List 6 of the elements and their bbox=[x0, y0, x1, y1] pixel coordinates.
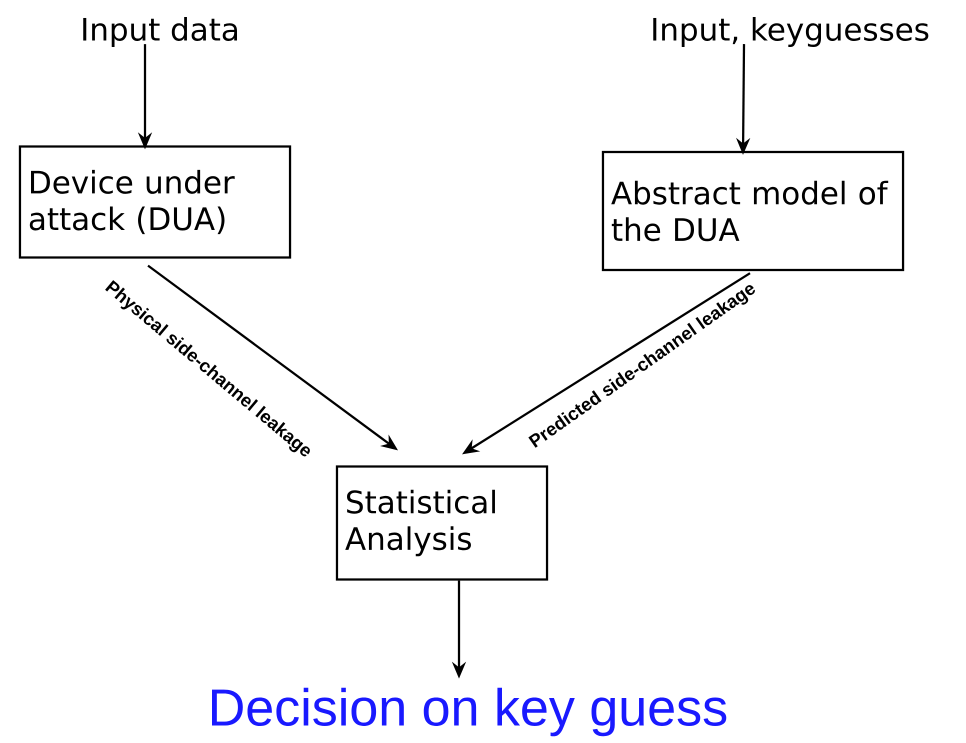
process-box: Device under attack (DUA) bbox=[18, 145, 292, 259]
process-box: Statistical Analysis bbox=[336, 465, 548, 581]
input-label: Input, keyguesses bbox=[653, 17, 928, 47]
process-box: Abstract model of the DUA bbox=[602, 150, 904, 272]
output-label: Decision on key guess bbox=[212, 688, 726, 736]
input-label: Input data bbox=[83, 17, 237, 47]
